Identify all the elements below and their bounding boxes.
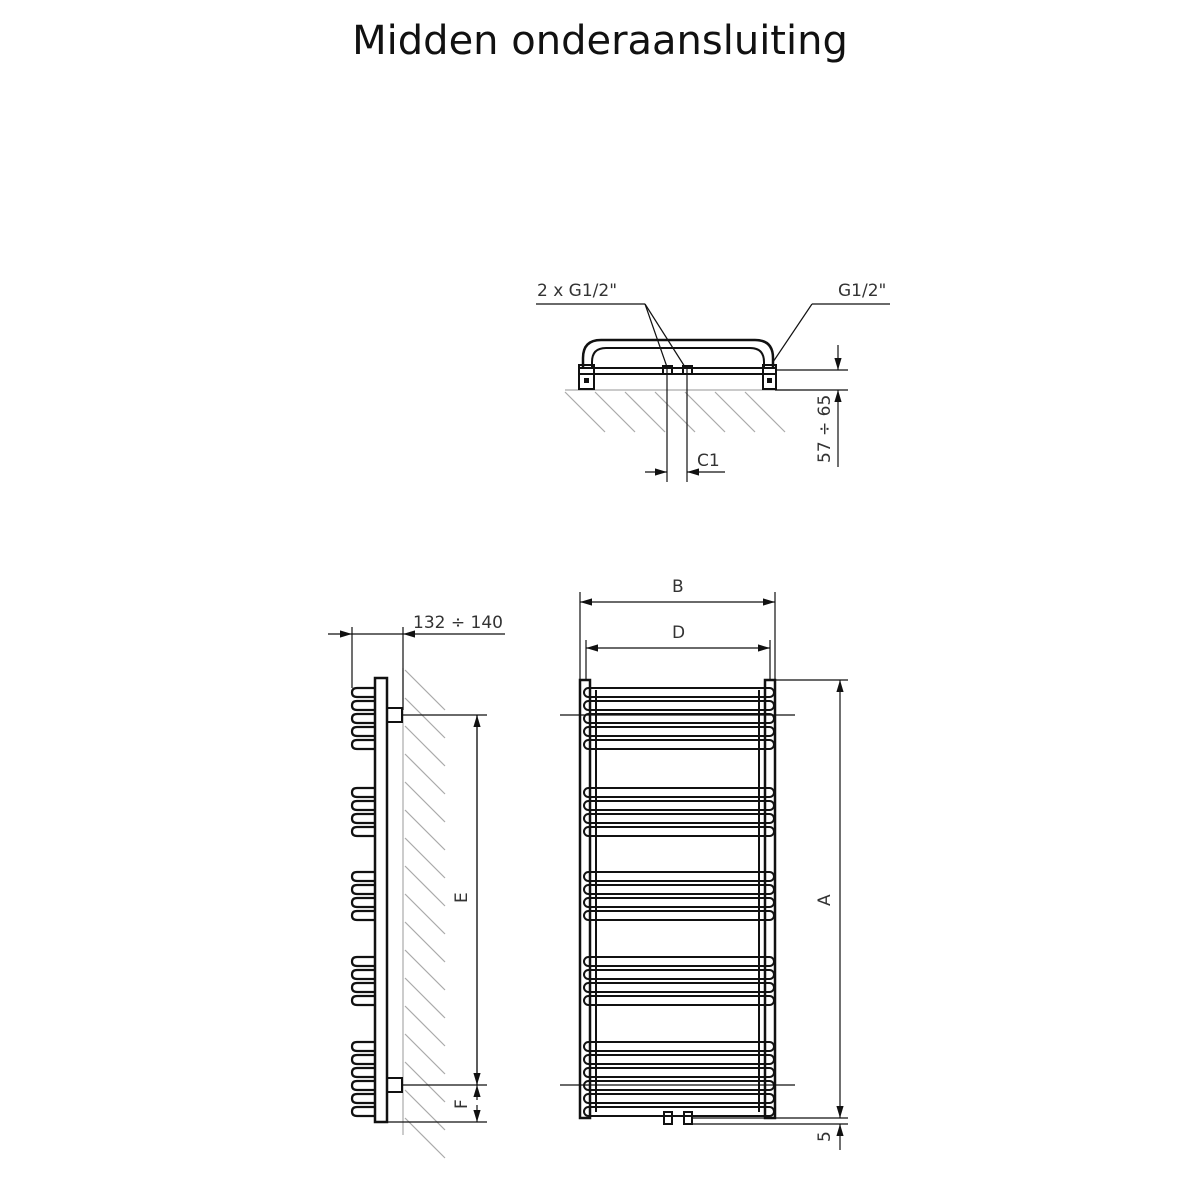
hatch-line bbox=[594, 391, 636, 433]
towel-bar bbox=[583, 800, 775, 811]
towel-bar bbox=[583, 739, 775, 750]
hatch-line bbox=[744, 391, 786, 433]
inlets-label: 2 x G1/2" bbox=[537, 281, 617, 301]
e-label: E bbox=[452, 892, 472, 903]
hatch-line bbox=[564, 391, 606, 433]
towel-bar-loop bbox=[350, 883, 375, 896]
hatch-line bbox=[684, 391, 726, 433]
towel-bar bbox=[583, 982, 775, 993]
five-label: 5 bbox=[815, 1131, 835, 1142]
towel-bar-loop bbox=[350, 786, 375, 799]
top-rail-outer bbox=[581, 338, 775, 368]
towel-bar bbox=[583, 1106, 775, 1117]
towel-bar bbox=[583, 713, 775, 724]
towel-bar bbox=[583, 813, 775, 824]
hatch-line bbox=[404, 753, 446, 795]
towel-bar-loop bbox=[350, 1053, 375, 1066]
towel-bar-loop bbox=[350, 699, 375, 712]
towel-bar-loop bbox=[350, 1066, 375, 1079]
towel-bar bbox=[583, 897, 775, 908]
vent-label: G1/2" bbox=[838, 281, 886, 301]
top-connector bbox=[386, 707, 403, 723]
towel-bar bbox=[583, 787, 775, 798]
depth-label: 132 ÷ 140 bbox=[413, 613, 503, 633]
left-bracket bbox=[578, 364, 595, 390]
towel-bar bbox=[583, 1054, 775, 1065]
hatch-line bbox=[714, 391, 756, 433]
towel-bar-loop bbox=[350, 812, 375, 825]
hatch-line bbox=[404, 949, 446, 991]
hatch-line bbox=[404, 1005, 446, 1047]
hatch-line bbox=[404, 977, 446, 1019]
towel-bar bbox=[583, 1093, 775, 1104]
towel-bar-loop bbox=[350, 738, 375, 751]
towel-bar bbox=[583, 995, 775, 1006]
hatch-line bbox=[654, 391, 696, 433]
a-label: A bbox=[815, 894, 835, 906]
towel-bar bbox=[583, 726, 775, 737]
towel-bar-loop bbox=[350, 909, 375, 922]
towel-bar bbox=[583, 884, 775, 895]
hatch-line bbox=[404, 865, 446, 907]
hatch-line bbox=[404, 809, 446, 851]
towel-bar bbox=[583, 871, 775, 882]
f-label: F bbox=[452, 1099, 472, 1109]
towel-bar bbox=[583, 1067, 775, 1078]
hatch-line bbox=[404, 725, 446, 767]
towel-bar bbox=[583, 956, 775, 967]
towel-bar bbox=[583, 1041, 775, 1052]
hatch-line bbox=[404, 1061, 446, 1103]
towel-bar-loop bbox=[350, 896, 375, 909]
inlet-pipe bbox=[663, 1111, 673, 1125]
b-label: B bbox=[672, 577, 684, 597]
hatch-line bbox=[404, 1117, 446, 1159]
towel-bar-loop bbox=[350, 1079, 375, 1092]
right-bracket bbox=[762, 364, 777, 390]
front-view: B D A 5 bbox=[560, 577, 848, 1150]
towel-bar-loop bbox=[350, 799, 375, 812]
towel-bar-loop bbox=[350, 981, 375, 994]
hatch-line bbox=[404, 697, 446, 739]
top-rail-inner bbox=[591, 347, 765, 368]
towel-bar-loop bbox=[350, 968, 375, 981]
d-label: D bbox=[672, 623, 685, 643]
side-towel-bars bbox=[350, 686, 375, 1118]
towel-bar bbox=[583, 700, 775, 711]
towel-bar bbox=[583, 910, 775, 921]
hatch-line bbox=[404, 1089, 446, 1131]
top-view: 2 x G1/2" G1/2" C1 57 ÷ 65 bbox=[536, 281, 890, 482]
page-title: Midden onderaansluiting bbox=[352, 18, 848, 64]
wall-hatching bbox=[404, 669, 446, 1159]
hatch-line bbox=[404, 1033, 446, 1075]
towel-bar-loop bbox=[350, 1040, 375, 1053]
towel-bar-loop bbox=[350, 712, 375, 725]
front-towel-bars bbox=[583, 687, 775, 1117]
towel-bar-loop bbox=[350, 725, 375, 738]
side-view: 132 ÷ 140 E F bbox=[328, 613, 505, 1159]
bottom-connector bbox=[386, 1077, 403, 1093]
hatch-line bbox=[404, 837, 446, 879]
towel-bar-loop bbox=[350, 870, 375, 883]
towel-bar bbox=[583, 687, 775, 698]
towel-bar-loop bbox=[350, 1092, 375, 1105]
towel-bar-loop bbox=[350, 825, 375, 838]
c1-label: C1 bbox=[697, 451, 720, 471]
towel-bar-loop bbox=[350, 686, 375, 699]
hatch-line bbox=[624, 391, 666, 433]
hatch-line bbox=[404, 921, 446, 963]
towel-bar-loop bbox=[350, 994, 375, 1007]
hatch-line bbox=[404, 893, 446, 935]
towel-bar bbox=[583, 969, 775, 980]
wall-hatching bbox=[564, 391, 786, 433]
towel-bar-loop bbox=[350, 1105, 375, 1118]
outlet-pipe bbox=[683, 1111, 693, 1125]
wall-distance-label: 57 ÷ 65 bbox=[815, 395, 835, 463]
towel-bar bbox=[583, 826, 775, 837]
hatch-line bbox=[404, 781, 446, 823]
side-collector bbox=[373, 676, 389, 1124]
hatch-line bbox=[404, 669, 446, 711]
towel-bar-loop bbox=[350, 955, 375, 968]
